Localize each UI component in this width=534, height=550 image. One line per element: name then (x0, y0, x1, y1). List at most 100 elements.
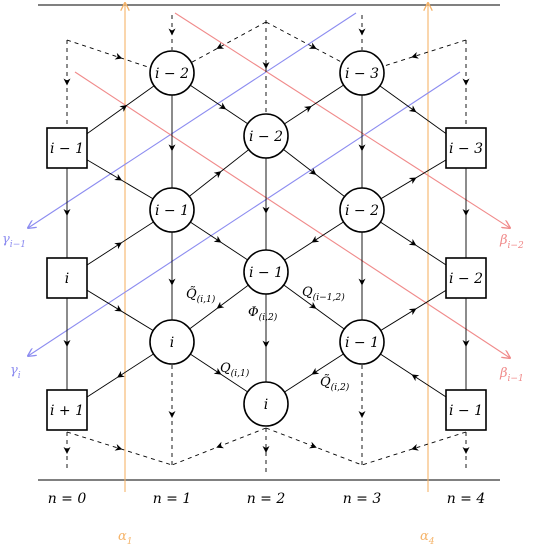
beta-bottom-label: βi−1 (499, 366, 524, 384)
beta-bottom-line (74, 71, 510, 358)
edge-c4-c7-arrow (168, 278, 176, 286)
edge-c5-c6-arrow (311, 235, 320, 243)
edge-c6-c7-arrow (216, 301, 225, 309)
gauge-node-label: i − 1 (155, 203, 189, 219)
phi-label: Φ(i,2) (248, 305, 278, 323)
edge-c5-s4-arrow (408, 238, 417, 246)
gauge-node-label: i − 2 (249, 129, 283, 145)
q-tilde-1-label: Q̃(i,1) (186, 286, 216, 305)
dashed-edge-13-arrow (462, 447, 470, 454)
dashed-edge-5 (66, 39, 173, 76)
n-label-4: n = 4 (447, 491, 486, 507)
edge-c6-c8-arrow (308, 301, 317, 309)
gauge-node-c3: i − 2 (243, 113, 289, 159)
edge-c7-c9-arrow (213, 367, 222, 375)
dashed-edge-3-arrow (358, 28, 366, 36)
gauge-node-c4: i − 1 (149, 187, 195, 233)
gauge-node-c8: i − 1 (339, 319, 385, 365)
edge-s6-c8-arrow (411, 374, 420, 382)
q-tilde-2-label: Q̃(i,2) (320, 374, 350, 393)
flavor-node-s1: i − 1 (46, 127, 88, 169)
dashed-edge-8-arrow (411, 51, 419, 59)
edge-c1-c4-arrow (168, 144, 176, 152)
n-label-0: n = 0 (48, 491, 87, 507)
n-label-3: n = 3 (343, 491, 382, 507)
edge-s3-c4-arrow (114, 242, 123, 250)
flavor-node-s5: i + 1 (46, 389, 88, 431)
gauge-node-c9: i (243, 381, 289, 427)
dashed-edge-4-arrow (462, 78, 470, 86)
edge-c7-s5-arrow (116, 370, 125, 378)
gauge-node-label: i (170, 335, 174, 351)
n-label-2: n = 2 (247, 491, 286, 507)
beta-top-label: βi−2 (499, 233, 524, 251)
q-2-label: Q(i−1,2) (302, 285, 345, 303)
edge-c6-c9-arrow (262, 340, 270, 348)
edge-c4-c6-arrow (213, 235, 222, 243)
edge-c3-c2-arrow (303, 106, 312, 113)
gauge-node-c7: i (149, 319, 195, 365)
dashed-edge-1-arrow (168, 28, 176, 36)
dashed-edge-15-arrow (216, 441, 225, 449)
gauge-node-label: i − 1 (345, 335, 379, 351)
gauge-node-c6: i − 1 (243, 249, 289, 295)
edge-c8-c9-arrow (311, 367, 320, 375)
flavor-node-label: i − 2 (449, 271, 483, 287)
dashed-edge-10-arrow (168, 411, 176, 418)
alpha-right-label: α4 (420, 529, 435, 547)
edge-c2-c5-arrow (358, 144, 366, 152)
dashed-edge-6-arrow (216, 42, 225, 49)
dashed-edge-7-arrow (308, 42, 317, 49)
flavor-node-s3: i (46, 257, 88, 299)
q-1-label: Q(i,1) (220, 361, 250, 379)
edge-s1-c1-arrow (119, 105, 128, 112)
dashed-edge-14 (66, 431, 173, 466)
gamma-top-label: γi−1 (2, 232, 26, 250)
alpha-left-label: α1 (118, 529, 133, 547)
edge-c5-c8-arrow (358, 278, 366, 286)
dashed-edge-17 (361, 431, 467, 466)
flavor-node-s2: i − 3 (445, 127, 487, 169)
dashed-edge-9-arrow (63, 447, 71, 454)
edge-c3-c6-arrow (262, 206, 270, 214)
flavor-node-label: i − 3 (449, 141, 483, 157)
dashed-edge-11-arrow (262, 446, 270, 453)
gauge-node-label: i − 1 (249, 265, 283, 281)
edge-s3-s5-arrow (63, 340, 71, 347)
gamma-bottom-line (28, 71, 461, 356)
gauge-node-c1: i − 2 (149, 50, 195, 96)
edge-c1-c3-arrow (218, 102, 227, 110)
dashed-edge-5-arrow (114, 52, 123, 60)
edge-s2-s4-arrow (462, 209, 470, 216)
edge-c3-c5-arrow (308, 167, 317, 175)
flavor-node-label: i + 1 (50, 403, 84, 419)
n-label-1: n = 1 (153, 491, 192, 507)
edge-c5-s2-arrow (408, 177, 417, 185)
gauge-node-label: i − 2 (345, 203, 379, 219)
dashed-edge-17-arrow (411, 443, 419, 451)
flavor-node-label: i − 1 (449, 403, 483, 419)
gauge-node-label: i − 2 (155, 66, 189, 82)
edge-s3-c7-arrow (114, 304, 123, 312)
edge-c4-c3-arrow (213, 171, 222, 179)
dashed-edge-12-arrow (358, 411, 366, 418)
edge-s1-s3-arrow (63, 209, 71, 216)
flavor-node-label: i − 1 (50, 141, 84, 157)
dashed-edge-16-arrow (309, 441, 317, 449)
gamma-bottom-label: γi (10, 363, 21, 381)
gauge-node-c2: i − 3 (339, 50, 385, 96)
beta-top-line (174, 12, 510, 228)
flavor-node-s6: i − 1 (445, 389, 487, 431)
gauge-node-label: i (264, 397, 268, 413)
edge-c2-s2-arrow (408, 105, 417, 113)
dashed-edge-2-arrow (262, 62, 270, 69)
dashed-edge-14-arrow (114, 443, 123, 451)
gauge-node-c5: i − 2 (339, 187, 385, 233)
gauge-node-label: i − 3 (345, 66, 379, 82)
edge-s1-c4-arrow (114, 173, 123, 181)
flavor-node-label: i (65, 271, 69, 287)
edge-s4-s6-arrow (462, 340, 470, 347)
dashed-edge-0-arrow (63, 78, 71, 86)
flavor-node-s4: i − 2 (445, 257, 487, 299)
